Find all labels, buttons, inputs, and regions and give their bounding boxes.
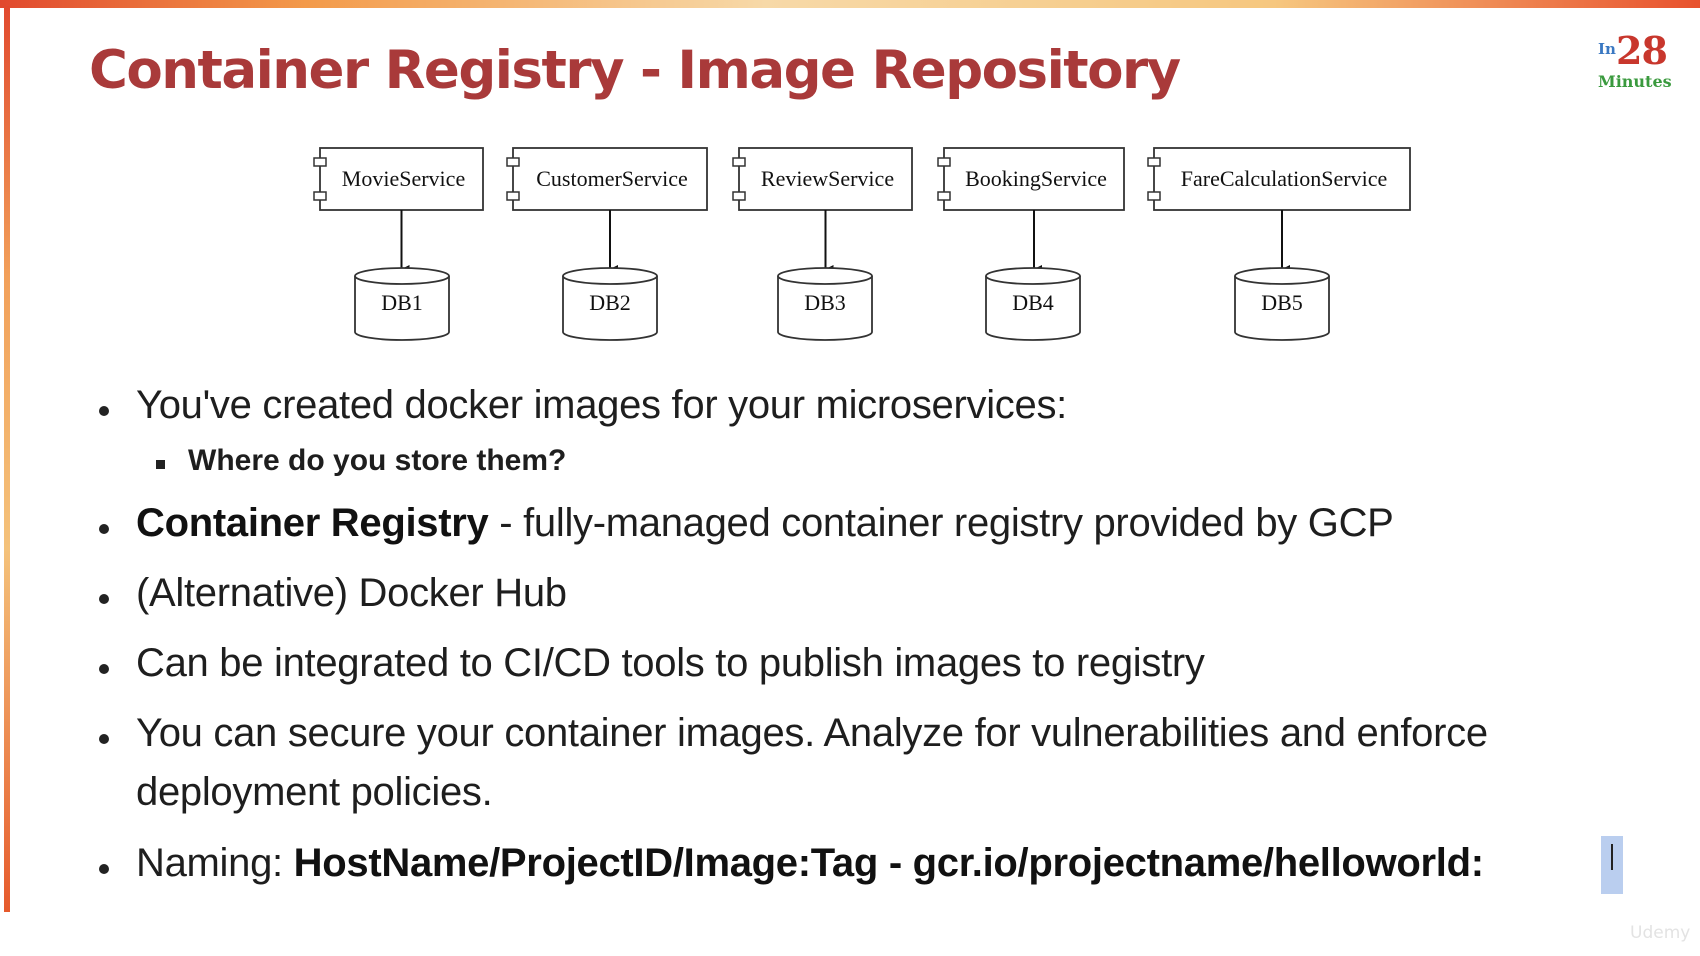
service-label: MovieService xyxy=(342,166,465,191)
component-tab xyxy=(506,191,520,201)
bullet-dot xyxy=(99,734,109,744)
in28minutes-logo: In 28 Minutes xyxy=(1596,28,1680,96)
sub-bullet-dot xyxy=(156,460,165,469)
cylinder-top xyxy=(777,267,873,285)
database-cylinder: DB5 xyxy=(1234,267,1330,341)
cylinder-top xyxy=(1234,267,1330,285)
cylinder-body xyxy=(562,276,658,341)
component-box xyxy=(512,147,708,211)
component-tab xyxy=(732,191,746,201)
top-accent-bar xyxy=(0,0,1700,8)
service-label: BookingService xyxy=(965,166,1107,191)
bullet-cicd: Can be integrated to CI/CD tools to publ… xyxy=(136,641,1205,685)
bullet-dot xyxy=(99,524,109,534)
component-tab xyxy=(732,157,746,167)
service-label: CustomerService xyxy=(536,166,688,191)
slide-title: Container Registry - Image Repository xyxy=(89,40,1181,101)
service-component: ReviewService xyxy=(732,147,913,211)
cylinder-body xyxy=(777,276,873,341)
bullet-naming: Naming: HostName/ProjectID/Image:Tag - g… xyxy=(136,841,1484,886)
service-label: ReviewService xyxy=(761,166,894,191)
bullet-dot xyxy=(99,406,109,416)
service-component: CustomerService xyxy=(506,147,708,211)
database-cylinder: DB2 xyxy=(562,267,658,341)
bullet-docker-hub: (Alternative) Docker Hub xyxy=(136,571,567,615)
database-label: DB4 xyxy=(1012,290,1054,315)
bullet-secure-line2: deployment policies. xyxy=(136,770,493,814)
database-cylinder: DB3 xyxy=(777,267,873,341)
cylinder-body xyxy=(1234,276,1330,341)
container-registry-term: Container Registry xyxy=(136,501,489,545)
microservices-diagram: MovieService CustomerService ReviewService… xyxy=(313,147,1411,341)
cylinder-body xyxy=(985,276,1081,341)
component-tab xyxy=(1147,157,1161,167)
database-label: DB2 xyxy=(589,290,631,315)
logo-in: In xyxy=(1598,40,1616,58)
component-tab xyxy=(937,191,951,201)
database-cylinder: DB4 xyxy=(985,267,1081,341)
database-cylinder: DB1 xyxy=(354,267,450,341)
component-tab xyxy=(313,191,327,201)
bullet-dot xyxy=(99,864,109,874)
component-tab xyxy=(1147,191,1161,201)
bullet-container-registry: Container Registry - fully-managed conta… xyxy=(136,501,1394,546)
left-accent-bar xyxy=(4,6,10,912)
container-registry-desc: - fully-managed container registry provi… xyxy=(488,501,1394,545)
bullet-dot xyxy=(99,594,109,604)
service-label: FareCalculationService xyxy=(1181,166,1387,191)
logo-number: 28 xyxy=(1616,28,1668,73)
logo-minutes: Minutes xyxy=(1598,72,1672,91)
sub-bullet-where-store: Where do you store them? xyxy=(188,444,567,477)
component-box xyxy=(319,147,484,211)
database-label: DB5 xyxy=(1261,290,1303,315)
bullet-secure-line1: You can secure your container images. An… xyxy=(136,711,1488,755)
cylinder-top xyxy=(985,267,1081,285)
service-component: BookingService xyxy=(937,147,1125,211)
text-cursor-icon xyxy=(1611,844,1613,870)
database-label: DB1 xyxy=(381,290,423,315)
udemy-watermark: Udemy xyxy=(1630,923,1691,943)
bullet-docker-images: You've created docker images for your mi… xyxy=(136,383,1067,427)
component-tab xyxy=(937,157,951,167)
database-label: DB3 xyxy=(804,290,846,315)
component-box xyxy=(1153,147,1411,211)
component-tab xyxy=(506,157,520,167)
service-component: FareCalculationService xyxy=(1147,147,1411,211)
component-tab xyxy=(313,157,327,167)
cylinder-top xyxy=(354,267,450,285)
cylinder-top xyxy=(562,267,658,285)
naming-format: HostName/ProjectID/Image:Tag - gcr.io/pr… xyxy=(293,841,1484,885)
naming-label: Naming: xyxy=(136,841,294,885)
cylinder-body xyxy=(354,276,450,341)
service-component: MovieService xyxy=(313,147,484,211)
bullet-dot xyxy=(99,664,109,674)
